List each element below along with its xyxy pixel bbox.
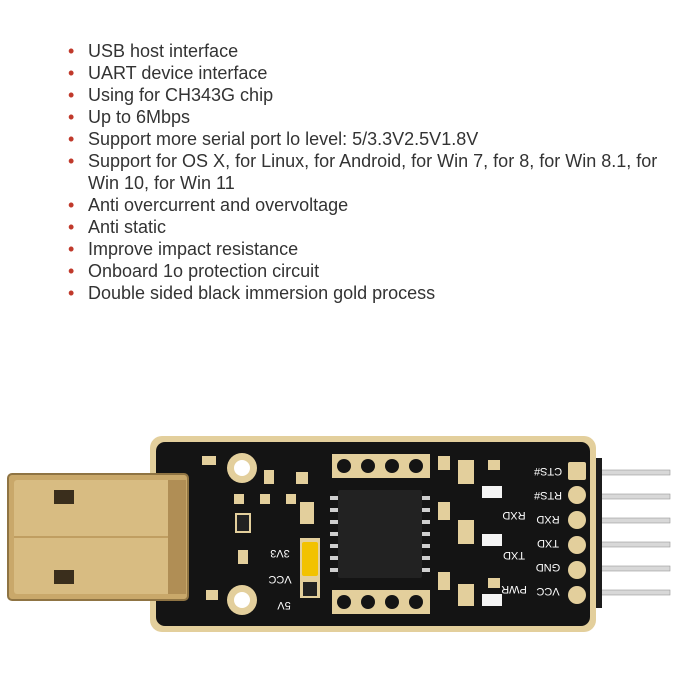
usb-a-connector	[7, 473, 189, 601]
pin-label: CTS#	[533, 465, 562, 477]
led-label: TXD	[503, 549, 525, 561]
feature-item: •Anti overcurrent and overvoltage	[68, 195, 349, 215]
pin-label: TXD	[537, 537, 559, 549]
feature-list: •USB host interface •UART device interfa…	[66, 40, 666, 304]
led-labels: RXD TXD PWR	[501, 509, 527, 595]
bullet-dot-icon: •	[68, 63, 75, 83]
smd-components	[202, 456, 502, 606]
feature-item: •Using for CH343G chip	[68, 85, 274, 105]
feature-item: •Up to 6Mbps	[68, 107, 191, 127]
jumper-label: 5V	[277, 599, 291, 611]
feature-item: •Anti static	[68, 217, 167, 237]
pad-row-top	[332, 454, 430, 478]
header-pads	[568, 462, 586, 604]
bullet-dot-icon: •	[68, 107, 75, 127]
bullet-dot-icon: •	[68, 217, 75, 237]
pin-label: RXD	[536, 513, 559, 525]
board-illustration: CTS# RTS# RXD TXD GND VCC RXD TXD PWR 3V…	[7, 436, 671, 632]
feature-item: •Support for OS X, for Linux, for Androi…	[68, 151, 658, 193]
feature-item: •UART device interface	[68, 63, 268, 83]
bullet-dot-icon: •	[68, 151, 75, 171]
ch343g-chip	[330, 490, 430, 578]
feature-item: •Improve impact resistance	[68, 239, 299, 259]
bullet-dot-icon: •	[68, 129, 75, 149]
jumper-label: 3V3	[270, 547, 290, 559]
pin-label: VCC	[536, 585, 559, 597]
bullet-dot-icon: •	[68, 195, 75, 215]
jumper-labels: 3V3 VCC 5V	[268, 547, 291, 611]
header-pins	[588, 458, 671, 608]
bullet-dot-icon: •	[68, 283, 75, 303]
feature-item: •USB host interface	[68, 41, 239, 61]
led-label: PWR	[501, 583, 527, 595]
bullet-dot-icon: •	[68, 41, 75, 61]
voltage-jumper	[300, 538, 320, 598]
pad-row-bottom	[332, 590, 430, 614]
bullet-dot-icon: •	[68, 85, 75, 105]
pin-label: RTS#	[533, 489, 562, 501]
feature-item: •Support more serial port lo level: 5/3.…	[68, 129, 479, 149]
feature-item: •Double sided black immersion gold proce…	[68, 283, 436, 303]
jumper-label: VCC	[268, 573, 291, 585]
pin-label: GND	[536, 561, 561, 573]
pin-labels: CTS# RTS# RXD TXD GND VCC	[533, 465, 562, 597]
usb-uart-board-photo: CTS# RTS# RXD TXD GND VCC RXD TXD PWR 3V…	[0, 420, 680, 660]
feature-item: •Onboard 1o protection circuit	[68, 261, 320, 281]
bullet-dot-icon: •	[68, 239, 75, 259]
led-label: RXD	[502, 509, 525, 521]
bullet-dot-icon: •	[68, 261, 75, 281]
mounting-holes	[227, 453, 257, 615]
